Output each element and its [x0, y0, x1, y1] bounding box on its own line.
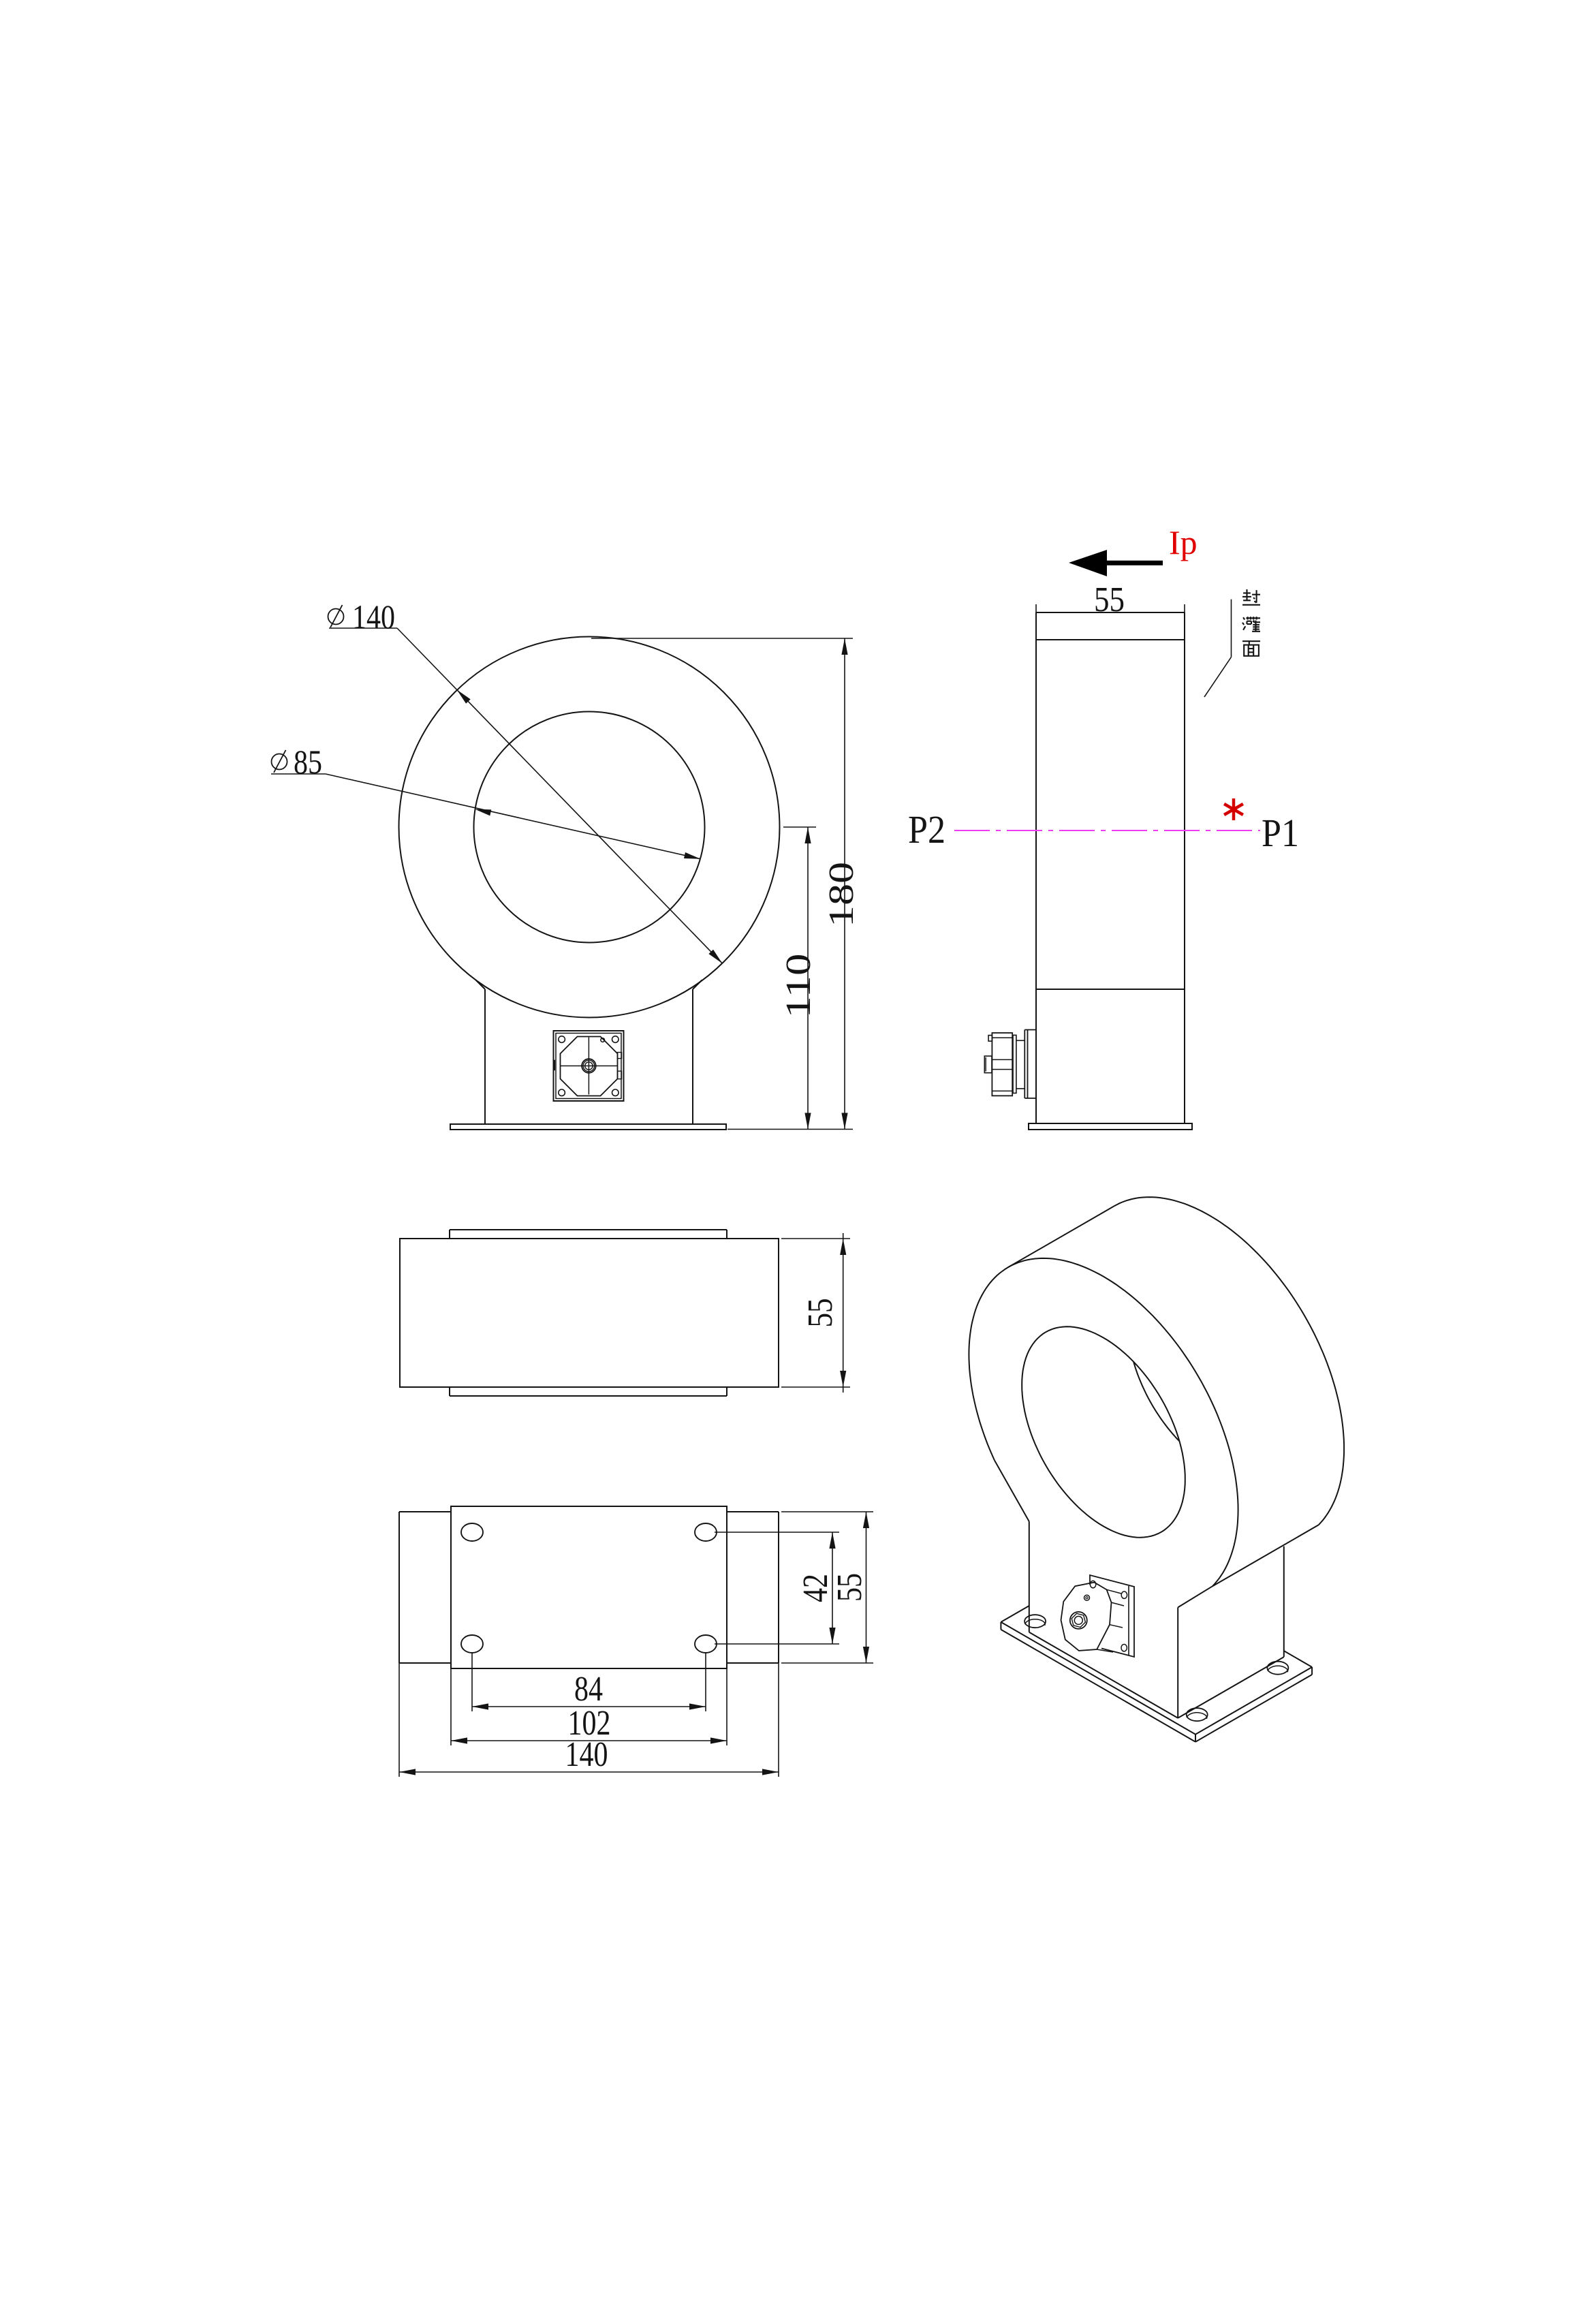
svg-text:P2: P2 — [908, 807, 945, 852]
svg-text:140: 140 — [565, 1735, 608, 1774]
svg-text:110: 110 — [779, 954, 818, 1019]
svg-text:102: 102 — [568, 1704, 611, 1743]
svg-text:55: 55 — [830, 1573, 869, 1602]
svg-text:180: 180 — [822, 862, 861, 927]
svg-text:85: 85 — [294, 743, 322, 781]
svg-text:42: 42 — [796, 1574, 835, 1602]
svg-text:84: 84 — [574, 1670, 603, 1709]
svg-text:140: 140 — [352, 597, 395, 636]
svg-text:55: 55 — [801, 1299, 840, 1328]
svg-text:P1: P1 — [1262, 811, 1299, 855]
svg-text:55: 55 — [1094, 580, 1125, 619]
svg-text:Ip: Ip — [1169, 523, 1198, 561]
